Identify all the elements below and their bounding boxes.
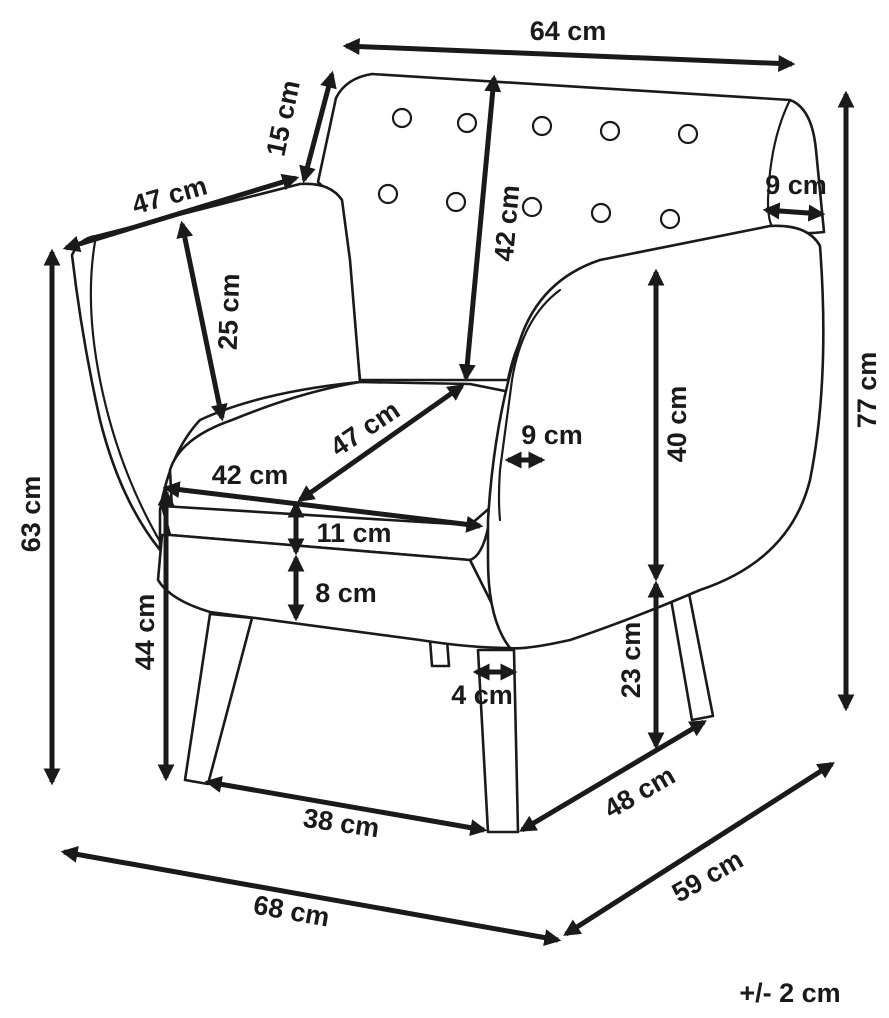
tuft-button [377,183,399,205]
tuft-button [391,107,413,129]
label-seat-width: 42 cm [212,460,289,490]
label-armrest-inner-width: 9 cm [521,420,583,450]
tuft-button [659,208,681,230]
dim-line-armrest-length-left [62,173,300,253]
label-seat-cushion-thickness: 11 cm [316,518,391,548]
tuft-button [531,115,553,137]
dim-line-backrest-top-depth [299,70,337,184]
dim-line-overall-depth [563,761,835,937]
label-base-thickness: 8 cm [315,578,377,608]
label-overall-width: 64 cm [530,16,607,46]
front-leg-right [476,648,520,834]
dim-line-seat-width [162,481,484,533]
label-armrest-inner-height: 40 cm [662,386,692,463]
dim-line-inner-back-height [176,220,228,422]
label-inner-back-height: 25 cm [213,273,246,351]
armrest-left-front-edge [89,234,164,547]
label-armrest-height-total: 63 cm [16,476,46,553]
dimension-lines [43,38,855,946]
front-leg-left [183,612,254,786]
label-backrest-top-depth: 15 cm [261,78,306,159]
label-leg-diameter: 4 cm [451,680,513,710]
dim-line-overall-width [342,38,796,72]
tolerance-note: +/- 2 cm [739,978,840,1008]
label-overall-height: 77 cm [852,352,882,429]
label-overall-depth: 59 cm [667,844,748,908]
dim-line-seat-depth [297,383,465,503]
dim-line-front-leg-span [204,775,488,837]
armrest-right-inner [497,288,562,522]
tuft-button [677,123,699,145]
label-seat-height: 44 cm [130,594,160,671]
tuft-button [521,196,543,218]
dim-line-armrest-width-right [762,202,826,222]
label-backrest-height: 42 cm [489,184,526,263]
tuft-button [456,112,478,134]
dim-line-backrest-height [458,74,502,382]
tuft-button [590,202,612,224]
label-leg-height: 23 cm [616,622,646,699]
label-armrest-width-right: 9 cm [765,170,827,200]
dim-line-overall-width-bottom [60,846,562,946]
tuft-button [445,191,467,213]
tuft-button [599,120,621,142]
label-side-leg-span: 48 cm [599,760,680,824]
